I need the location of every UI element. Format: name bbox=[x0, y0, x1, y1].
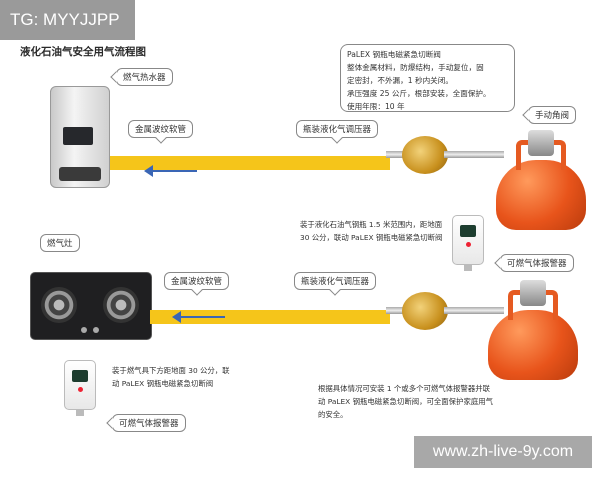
watermark-bottom-right: www.zh-live-9y.com bbox=[414, 436, 592, 468]
alarm-label-bottom: 可燃气体报警器 bbox=[112, 414, 186, 432]
info-line: 承压强度 25 公斤，根部安装，全面保护。 bbox=[347, 89, 491, 98]
regulator-label-top: 瓶装液化气调压器 bbox=[296, 120, 379, 138]
info-line: PaLEX 钢瓶电磁紧急切断阀 bbox=[347, 50, 441, 59]
hose-label-bottom: 金属波纹软管 bbox=[164, 272, 230, 290]
angle-valve-label: 手动角阀 bbox=[528, 106, 577, 124]
info-line: 整体金属材料，防爆结构，手动复位，固 bbox=[347, 63, 484, 72]
regulator-label-bottom: 瓶装液化气调压器 bbox=[294, 272, 377, 290]
gas-stove-icon bbox=[30, 272, 152, 340]
hose-label-top: 金属波纹软管 bbox=[128, 120, 194, 138]
watermark-top-left: TG: MYYJJPP bbox=[0, 0, 135, 40]
gas-alarm-icon bbox=[452, 215, 484, 271]
heater-label: 燃气热水器 bbox=[116, 68, 173, 86]
info-line: 使用年限：10 年 bbox=[347, 102, 405, 111]
info-line: 定密封，不外漏，1 秒内关闭。 bbox=[347, 76, 453, 85]
hose-bottom bbox=[150, 310, 390, 324]
alarm-note-bottom: 装于燃气具下方距地面 30 公分，联 动 PaLEX 钢瓶电磁紧急切断阀 bbox=[112, 366, 230, 388]
diagram-title: 液化石油气安全用气流程图 bbox=[20, 46, 146, 58]
gas-alarm-icon bbox=[64, 360, 96, 416]
flow-arrow-icon bbox=[144, 165, 197, 177]
alarm-note-top: 装于液化石油气钢瓶 1.5 米范围内，距地面 30 公分，联动 PaLEX 钢瓶… bbox=[300, 220, 443, 242]
flow-arrow-icon bbox=[172, 311, 225, 323]
hose-top bbox=[110, 156, 390, 170]
summary-note: 根据具体情况可安装 1 个或多个可燃气体报警器并联 动 PaLEX 钢瓶电磁紧急… bbox=[318, 384, 494, 419]
water-heater-icon bbox=[50, 86, 110, 188]
cutoff-valve-info-box: PaLEX 钢瓶电磁紧急切断阀 整体金属材料，防爆结构，手动复位，固 定密封，不… bbox=[340, 44, 515, 112]
alarm-label-top: 可燃气体报警器 bbox=[500, 254, 574, 272]
stove-label: 燃气灶 bbox=[40, 234, 80, 252]
